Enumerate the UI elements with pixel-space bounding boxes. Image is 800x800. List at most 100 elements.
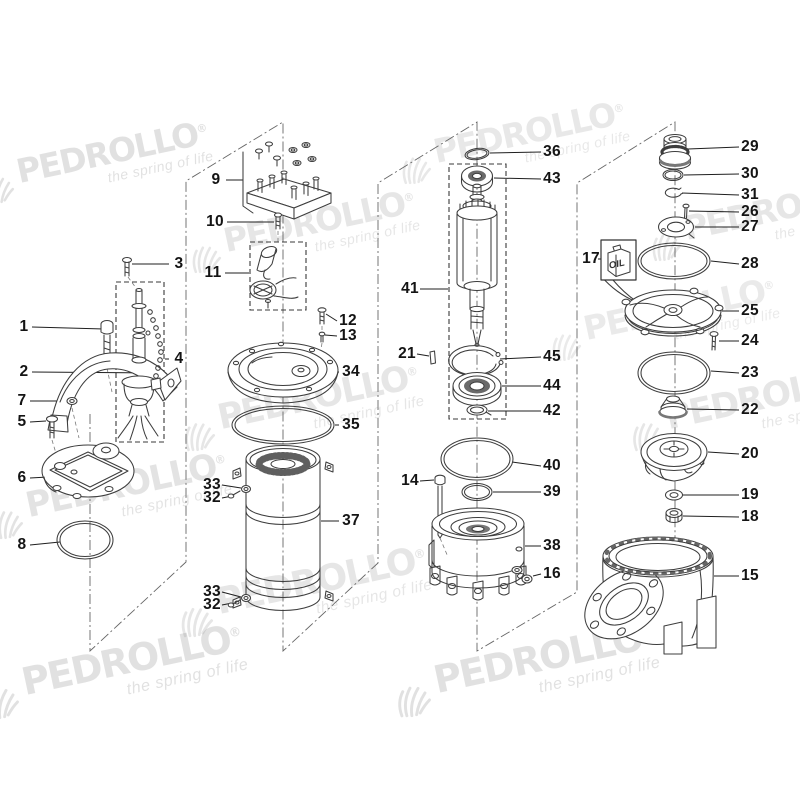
callout-15: 15 <box>741 567 759 584</box>
leader-line <box>221 591 242 598</box>
chain <box>147 309 164 391</box>
callout-26: 26 <box>741 203 759 220</box>
callout-6: 6 <box>17 469 27 486</box>
callout-38: 38 <box>543 537 561 554</box>
leader-line <box>29 420 47 423</box>
callout-41: 41 <box>401 280 419 297</box>
part-45-circlip <box>448 345 504 377</box>
leader-line <box>532 573 542 577</box>
leader-line <box>511 461 542 467</box>
leader-line <box>493 177 542 180</box>
part-39-oring <box>461 482 493 502</box>
part-34-motor-cover <box>227 341 339 404</box>
part-32-33-screws-lower <box>227 593 252 608</box>
part-22-sand-guard <box>658 395 688 419</box>
callout-30: 30 <box>741 165 759 182</box>
callout-40: 40 <box>543 457 561 474</box>
part-7-nut <box>66 396 78 406</box>
callout-12: 12 <box>339 312 357 329</box>
part-43-bearing <box>460 165 494 193</box>
leader-line <box>325 313 338 322</box>
callout-32: 32 <box>203 489 221 506</box>
oil-label: OIL <box>608 257 626 271</box>
leader-line <box>710 260 740 265</box>
callout-18: 18 <box>741 508 759 525</box>
part-19-washer <box>664 489 684 501</box>
callout-10: 10 <box>206 213 224 230</box>
part-14-bolt <box>434 474 446 539</box>
callout-25: 25 <box>741 302 759 319</box>
callout-42: 42 <box>543 402 561 419</box>
callout-22: 22 <box>741 401 759 418</box>
part-25-seal-housing <box>621 287 724 337</box>
part-27-seal-plate <box>657 216 695 239</box>
terminal-screws-and-nuts <box>254 141 317 167</box>
callout-32: 32 <box>203 596 221 613</box>
part-36-oring <box>464 147 490 161</box>
callout-1: 1 <box>19 318 29 335</box>
part-30-oring <box>662 168 684 182</box>
callout-9: 9 <box>211 171 221 188</box>
proj-line <box>71 407 80 439</box>
part-28-oring <box>637 242 711 280</box>
leader-line <box>29 541 61 546</box>
part-11-capacitor-group <box>249 245 299 309</box>
leader-line <box>710 370 740 374</box>
part-44-bearing <box>452 371 502 406</box>
part-24-screw <box>709 331 719 351</box>
callout-34: 34 <box>342 363 360 380</box>
callout-44: 44 <box>543 377 561 394</box>
callout-23: 23 <box>741 364 759 381</box>
centerline-line <box>89 121 676 653</box>
callout-31: 31 <box>741 186 759 203</box>
part-38-oil-chamber-housing <box>428 507 527 601</box>
part-5-screw <box>45 415 59 439</box>
callout-14: 14 <box>401 472 419 489</box>
part-42-ring <box>466 404 492 416</box>
part-21-key <box>429 350 437 365</box>
callout-5: 5 <box>17 413 27 430</box>
part-41-rotor-shaft <box>456 183 498 347</box>
callout-29: 29 <box>741 138 759 155</box>
part-2-handle <box>47 352 182 433</box>
callout-28: 28 <box>741 255 759 272</box>
part-41-group-box <box>448 163 507 420</box>
callout-13: 13 <box>339 327 357 344</box>
part-16-nuts <box>511 565 533 584</box>
callout-8: 8 <box>17 536 27 553</box>
part-23-oring <box>637 351 711 395</box>
leader-line <box>682 515 740 518</box>
part-1-bolt <box>100 319 114 363</box>
callout-43: 43 <box>543 170 561 187</box>
callout-24: 24 <box>741 332 759 349</box>
leader-line <box>688 210 740 213</box>
callout-2: 2 <box>19 363 29 380</box>
leader-line <box>687 146 740 150</box>
part-31-snap-ring <box>664 187 685 198</box>
callout-3: 3 <box>174 255 184 272</box>
part-10-screw <box>273 212 283 230</box>
callout-17: 17 <box>582 250 600 267</box>
part-13-pin <box>318 331 326 343</box>
part-4-cable-gland <box>117 287 164 441</box>
callout-27: 27 <box>741 218 759 235</box>
leader-line <box>681 192 740 196</box>
part-11-group-box <box>249 241 307 311</box>
proj-line <box>127 276 137 289</box>
callout-33: 33 <box>203 583 221 600</box>
part-29-mechanical-seal <box>658 133 692 170</box>
callout-36: 36 <box>543 143 561 160</box>
callout-39: 39 <box>543 483 561 500</box>
callout-35: 35 <box>342 416 360 433</box>
leader-line <box>499 356 542 360</box>
leader-line <box>686 408 740 411</box>
callout-45: 45 <box>543 348 561 365</box>
part-26-screw <box>682 203 690 219</box>
part-9-terminal-block <box>242 141 332 220</box>
leader-line <box>707 451 740 455</box>
proj-line <box>439 537 449 558</box>
callout-20: 20 <box>741 445 759 462</box>
